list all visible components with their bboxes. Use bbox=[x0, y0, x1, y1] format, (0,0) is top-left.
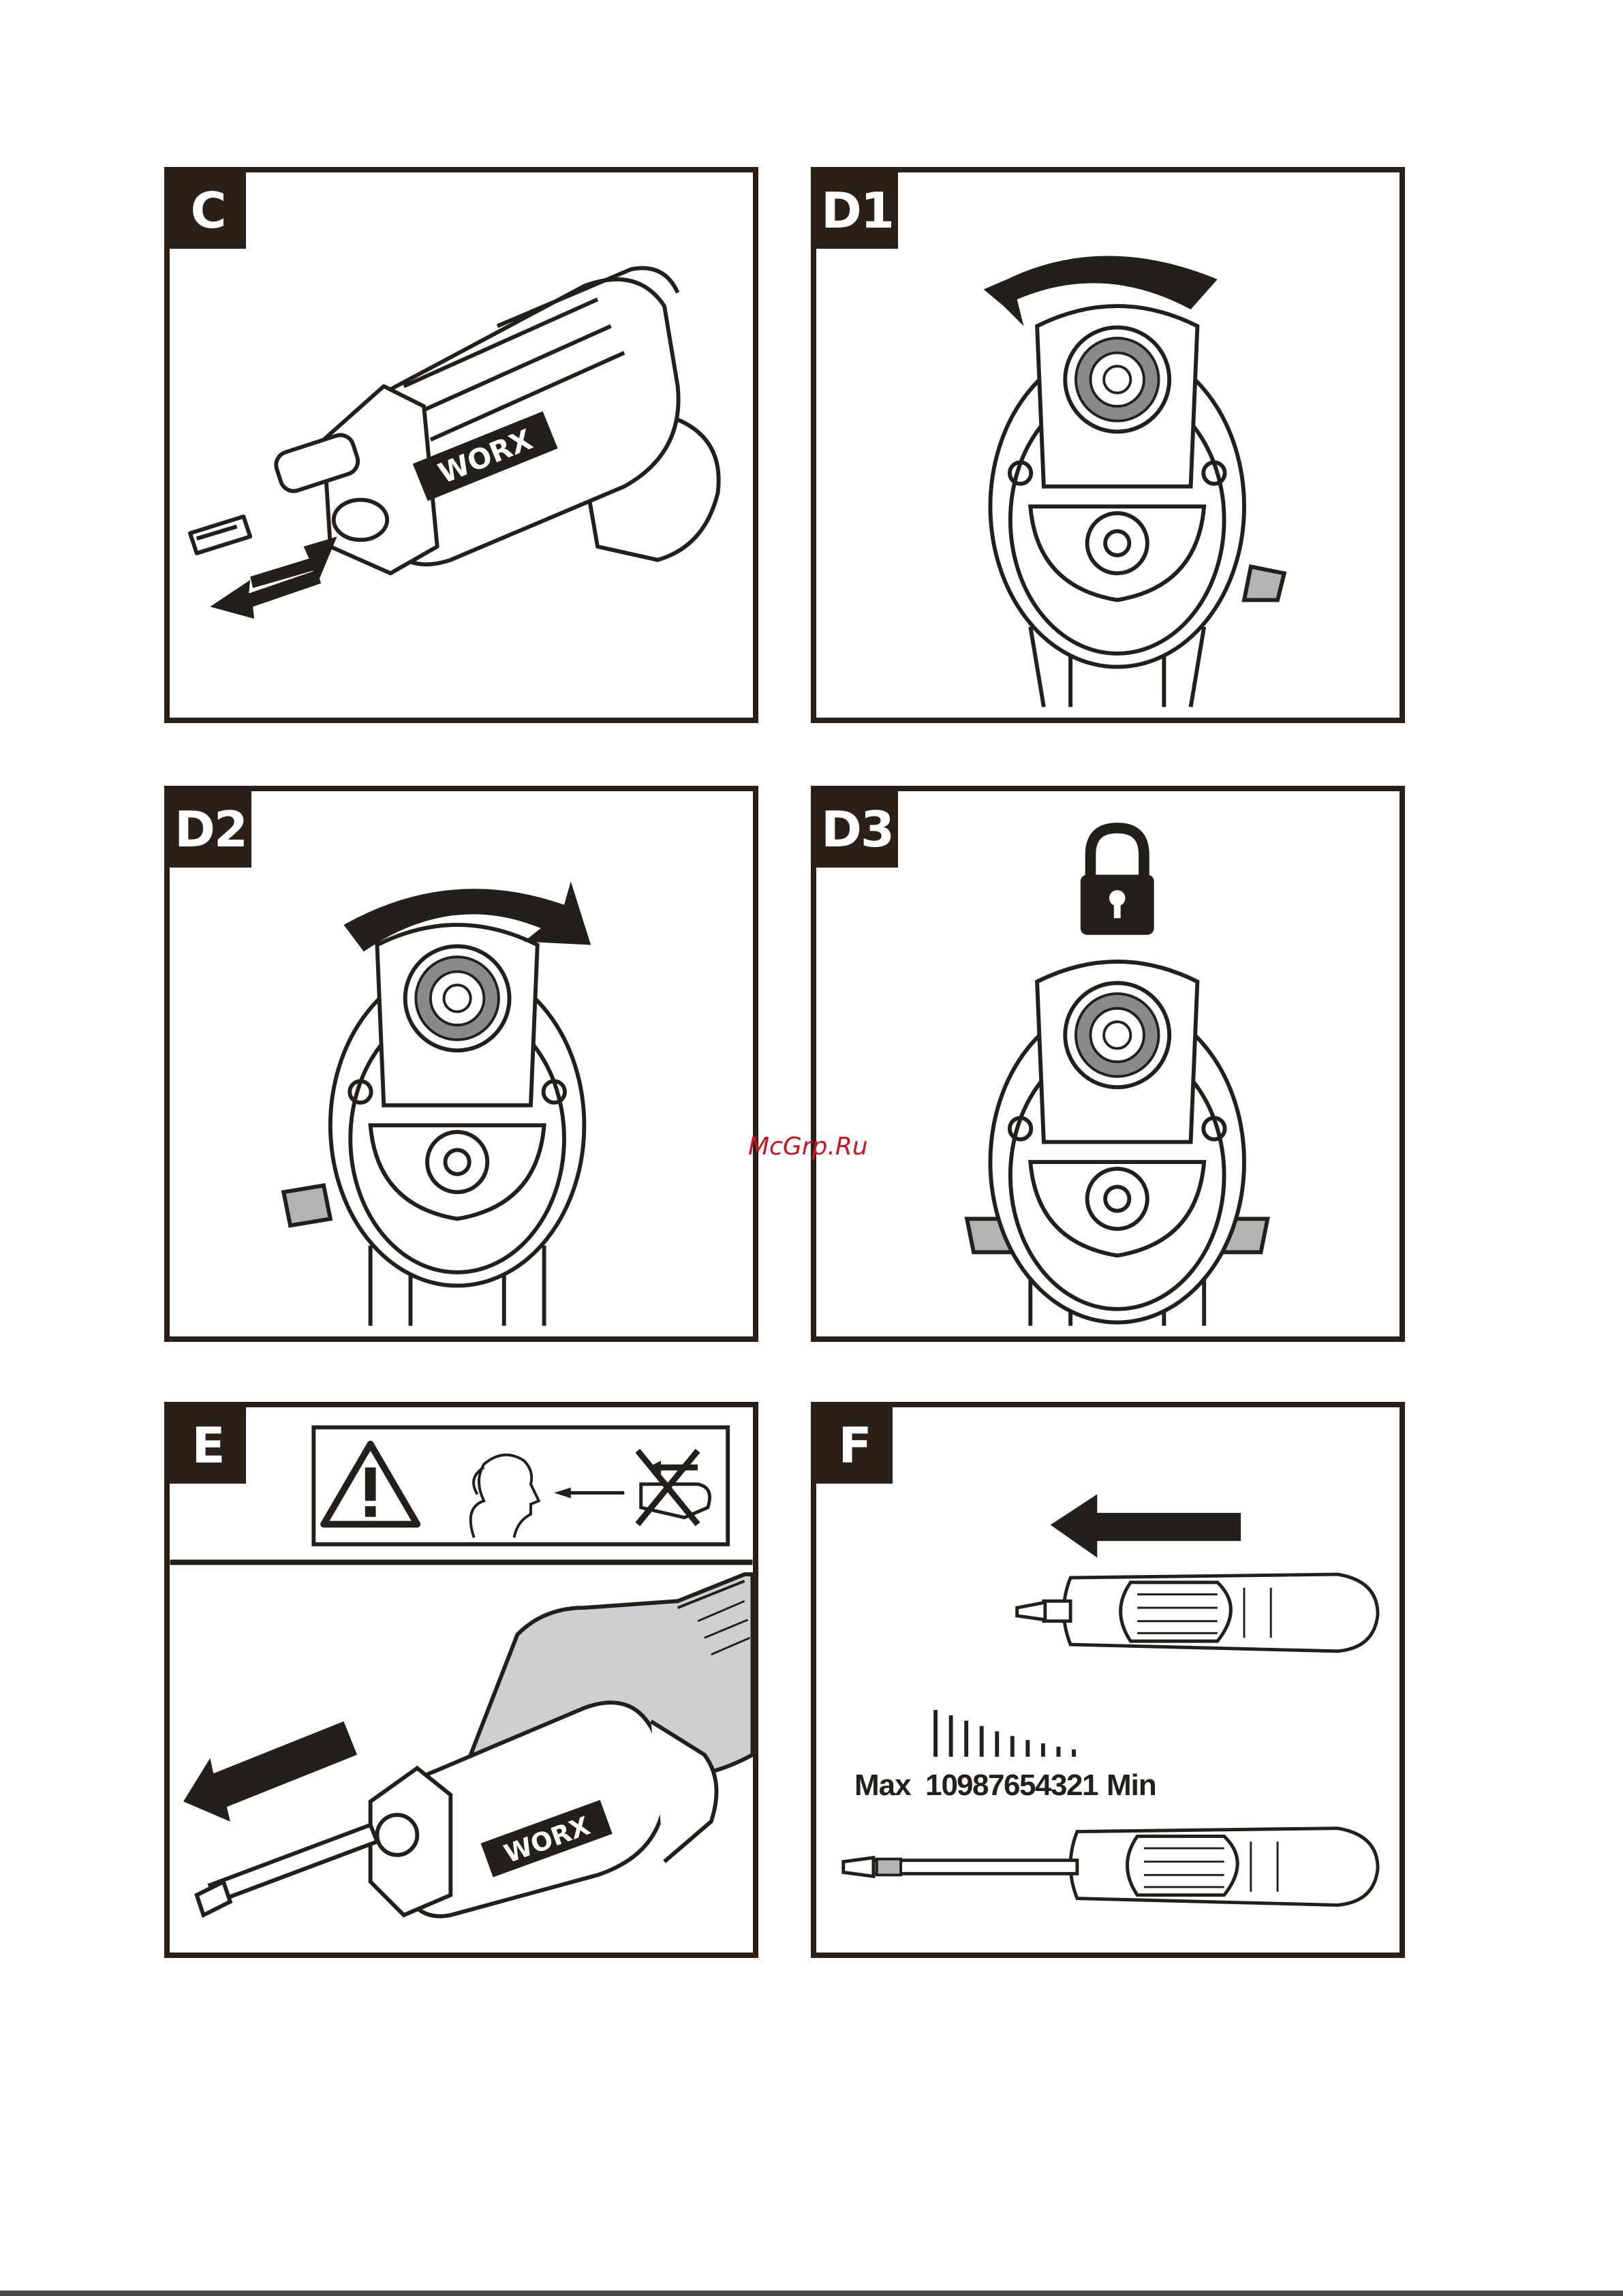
panel-c: C WORX bbox=[164, 167, 758, 723]
torque-number: 7 bbox=[988, 1769, 1004, 1803]
torque-number: 8 bbox=[972, 1769, 988, 1803]
watermark: McGrp.Ru bbox=[748, 1133, 868, 1161]
panel-f: F bbox=[811, 1402, 1405, 1958]
panel-d3: D3 bbox=[811, 786, 1405, 1342]
panel-e: E bbox=[164, 1402, 758, 1958]
bottom-rule bbox=[0, 2291, 1623, 2296]
warning-box bbox=[313, 1427, 728, 1544]
torque-number: 3 bbox=[1051, 1769, 1066, 1803]
chuck-icon bbox=[1065, 983, 1169, 1087]
double-arrow-icon bbox=[210, 536, 337, 619]
torque-setting-illustration bbox=[816, 1407, 1400, 1953]
screwdriver-front-illustration bbox=[816, 172, 1400, 718]
padlock-icon bbox=[1081, 828, 1154, 935]
torque-max-label: Max bbox=[854, 1769, 911, 1803]
torque-bars bbox=[933, 1710, 1076, 1757]
torque-scale: Max 10 9 8 7 6 5 4 3 2 1 Min bbox=[854, 1769, 1277, 1805]
torque-number: 6 bbox=[1004, 1769, 1019, 1803]
remove-bit-illustration: WORX bbox=[170, 1407, 753, 1953]
torque-number: 9 bbox=[957, 1769, 972, 1803]
screwdriver-front-illustration bbox=[170, 791, 753, 1336]
screwdriver-front-illustration bbox=[816, 791, 1400, 1336]
chuck-icon bbox=[405, 946, 510, 1050]
torque-number: 1 bbox=[1082, 1769, 1098, 1803]
torque-min-label: Min bbox=[1107, 1769, 1156, 1803]
arrow-left-icon bbox=[1051, 1494, 1241, 1557]
torque-number: 10 bbox=[925, 1769, 957, 1803]
torque-number: 2 bbox=[1066, 1769, 1082, 1803]
screwdriver-side-illustration: WORX bbox=[170, 172, 753, 718]
torque-number: 4 bbox=[1035, 1769, 1051, 1803]
panel-d1: D1 bbox=[811, 167, 1405, 723]
panel-d2: D2 bbox=[164, 786, 758, 1342]
chuck-icon bbox=[1065, 327, 1169, 431]
arrow-left-icon bbox=[183, 1721, 357, 1822]
torque-number: 5 bbox=[1019, 1769, 1035, 1803]
